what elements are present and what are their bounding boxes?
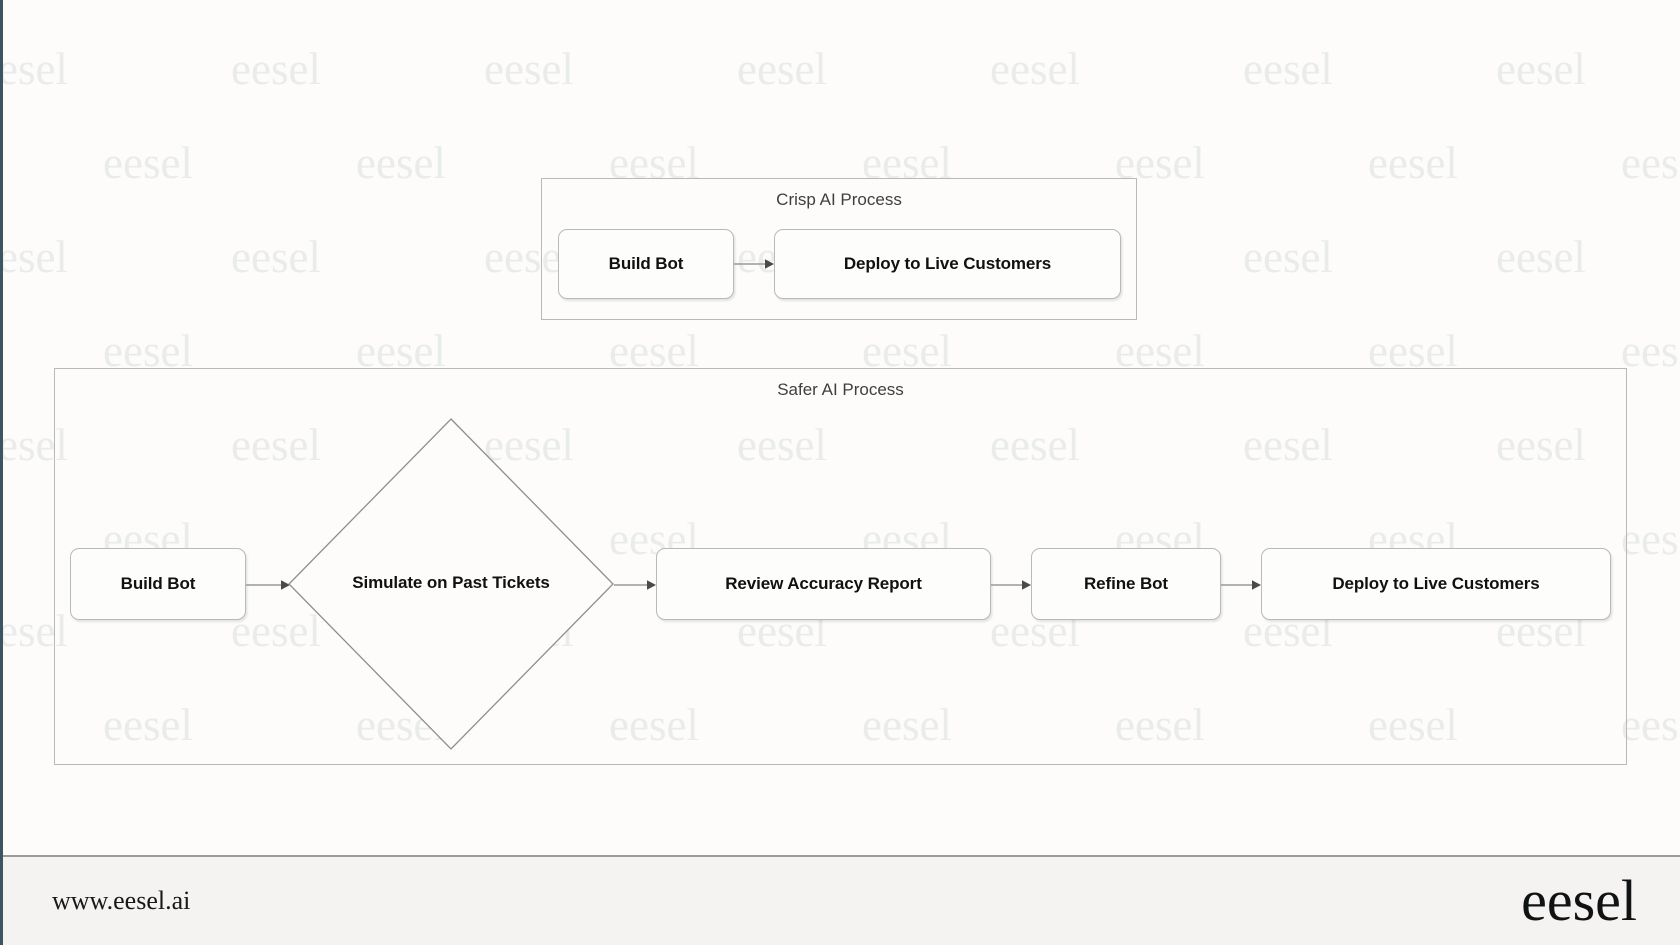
subgraph-title-crisp: Crisp AI Process — [776, 190, 902, 209]
left-accent-rail — [0, 0, 3, 945]
node-label: Deploy to Live Customers — [843, 254, 1052, 273]
edge-safe-review-to-refine — [991, 577, 1031, 593]
edge-crisp-build-to-deploy — [734, 256, 774, 272]
node-label: Build Bot — [120, 574, 196, 593]
footer-bar: www.eesel.ai eesel — [0, 855, 1680, 945]
node-safe-simulate-on-past-tickets[interactable]: Simulate on Past Tickets — [288, 418, 614, 750]
eesel-logo: eesel — [1521, 868, 1637, 933]
node-label: Build Bot — [608, 254, 684, 273]
edge-safe-simulate-to-review — [614, 577, 656, 593]
footer-website-url[interactable]: www.eesel.ai — [52, 886, 191, 915]
edge-safe-refine-to-deploy — [1221, 577, 1261, 593]
edge-safe-build-to-simulate — [246, 577, 290, 593]
node-label: Refine Bot — [1083, 574, 1168, 593]
subgraph-safer-ai-process: Safer AI Process — [54, 368, 1627, 765]
subgraph-title-safer: Safer AI Process — [777, 380, 904, 399]
flowchart-diagram: Crisp AI Process Build Bot Deploy to Liv… — [54, 178, 1627, 765]
node-label: Review Accuracy Report — [725, 574, 922, 593]
node-label: Simulate on Past Tickets — [352, 573, 550, 592]
node-safe-build-bot[interactable]: Build Bot — [70, 548, 246, 620]
node-label: Deploy to Live Customers — [1332, 574, 1540, 593]
node-safe-review-accuracy-report[interactable]: Review Accuracy Report — [656, 548, 991, 620]
node-safe-deploy-to-live-customers[interactable]: Deploy to Live Customers — [1261, 548, 1611, 620]
node-safe-refine-bot[interactable]: Refine Bot — [1031, 548, 1221, 620]
node-crisp-deploy-to-live-customers[interactable]: Deploy to Live Customers — [774, 229, 1121, 299]
subgraph-crisp-ai-process: Crisp AI Process — [541, 178, 1137, 320]
node-crisp-build-bot[interactable]: Build Bot — [558, 229, 734, 299]
